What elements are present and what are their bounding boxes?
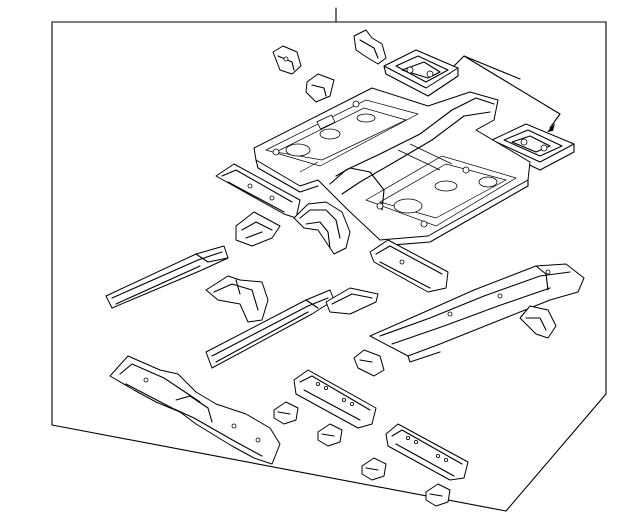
seat-bracket-left	[205, 275, 269, 323]
diagram-frame	[51, 21, 607, 512]
bracket-mid-left	[235, 211, 281, 247]
reinforcement-center	[325, 287, 379, 315]
bracket-upper-center	[305, 73, 335, 103]
clip-left-lower	[273, 401, 299, 425]
side-rail-left	[105, 245, 229, 309]
clip-center-lower	[317, 423, 343, 447]
clip-center	[353, 349, 385, 377]
bracket-lower-right	[385, 423, 469, 481]
crossmember-rear-center	[369, 239, 449, 293]
main-floor-pan	[253, 87, 531, 247]
bracket-upper-left	[272, 45, 302, 75]
clip-lower-left	[361, 457, 387, 481]
side-rail-right	[369, 263, 585, 363]
clip-lower-right	[425, 483, 451, 507]
bracket-long-center	[293, 369, 377, 429]
bracket-right-rail	[519, 305, 557, 339]
crossmember-front-left	[215, 163, 301, 219]
rear-crossmember	[109, 355, 281, 465]
tunnel-reinforcement	[293, 201, 351, 255]
reinforcement-upper-right	[353, 29, 387, 65]
floor-panel-insert-upper	[383, 49, 459, 97]
